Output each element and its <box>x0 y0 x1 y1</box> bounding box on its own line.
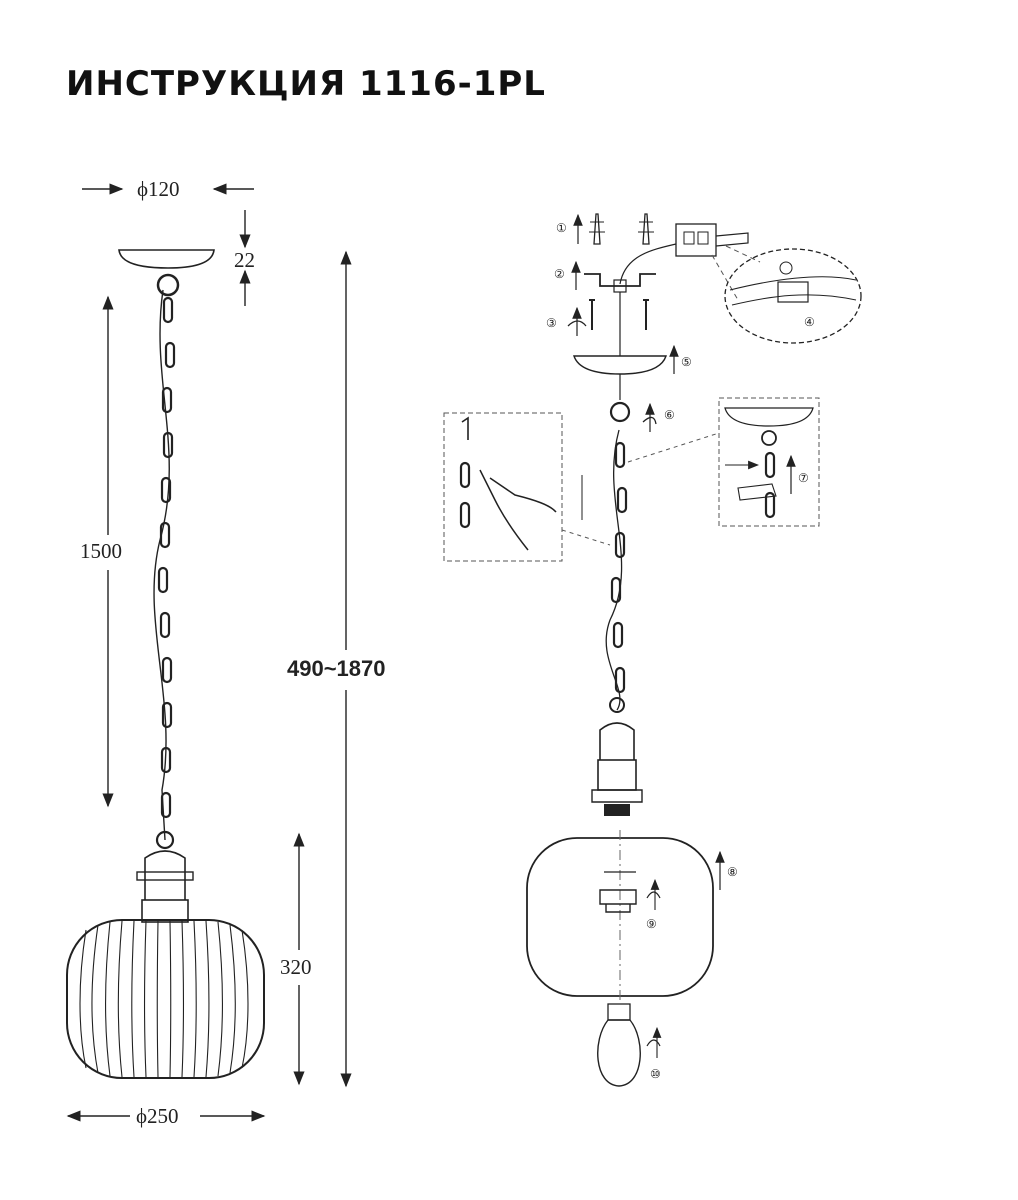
glass-shade <box>526 830 714 1000</box>
step-4-label: ④ <box>804 315 815 329</box>
assembly-chain <box>605 429 628 711</box>
ribbed-shade <box>66 919 265 1079</box>
pliers-detail-inset <box>443 412 611 562</box>
canopy-diameter-label: ϕ120 <box>137 177 180 201</box>
canopy-ring <box>156 273 180 297</box>
shade-height-label: 320 <box>280 955 312 979</box>
terminal-block-icon <box>619 223 749 285</box>
step-8-label: ⑧ <box>727 865 738 879</box>
shade-diameter-label: ϕ250 <box>136 1104 179 1128</box>
total-height-label: 490~1870 <box>287 656 386 681</box>
ceiling-ring <box>609 401 631 423</box>
step-5-label: ⑤ <box>681 355 692 369</box>
wiring-detail-inset <box>711 245 862 344</box>
lamp-holder <box>144 850 186 900</box>
ring-nut <box>599 889 637 913</box>
light-bulb-icon <box>597 1003 641 1087</box>
hook-detail-inset <box>627 397 820 527</box>
step-10-label: ⑩ <box>650 1067 661 1081</box>
wall-plug-icon <box>589 213 654 245</box>
canopy <box>118 249 215 269</box>
step-2-label: ② <box>554 267 565 281</box>
step-9-label: ⑨ <box>646 917 657 931</box>
step-3-label: ③ <box>546 316 557 330</box>
step-6-label: ⑥ <box>664 408 675 422</box>
dimensioned-lamp: ϕ120 22 1500 490~1870 320 ϕ250 <box>66 177 386 1128</box>
lamp-socket <box>591 697 643 816</box>
step-1-label: ① <box>556 221 567 235</box>
step-7-label: ⑦ <box>798 471 809 485</box>
assembly-steps: ① ② ③ <box>443 213 862 1087</box>
canopy-cover <box>573 355 667 375</box>
lamp-ring <box>155 830 175 850</box>
rotate-arrow-icon <box>567 306 587 336</box>
screw-icon <box>589 299 649 330</box>
page-title: ИНСТРУКЦИЯ 1116-1PL <box>66 64 546 104</box>
chain-length-label: 1500 <box>80 539 122 563</box>
canopy-height-label: 22 <box>234 248 255 272</box>
